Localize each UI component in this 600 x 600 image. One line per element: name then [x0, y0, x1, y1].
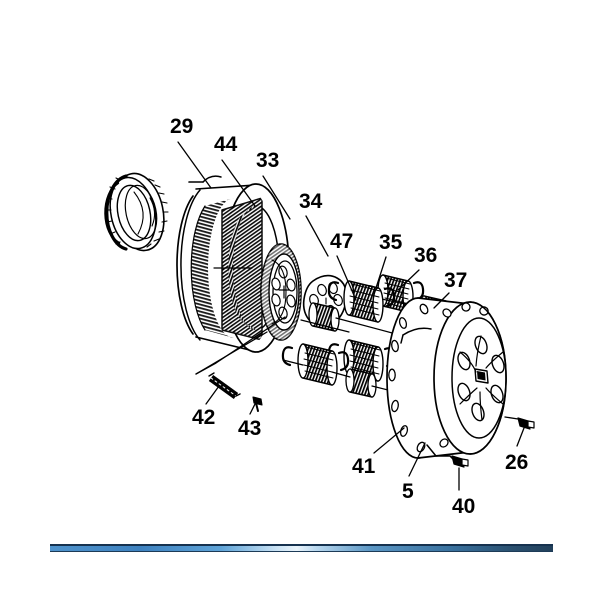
- callout-label-43: 43: [238, 417, 262, 440]
- drawing-strokes: [104, 141, 535, 491]
- footer-rule-top-line: [50, 544, 553, 546]
- leader-34: [305, 215, 329, 257]
- assembly-shafts: [282, 317, 405, 395]
- leader-37: [433, 292, 450, 309]
- planet-set-lower-left: [281, 343, 377, 398]
- part-29-oil-seal: [104, 172, 169, 252]
- leader-33: [262, 175, 291, 220]
- callout-label-40: 40: [452, 495, 476, 518]
- leader-29: [177, 141, 212, 189]
- callout-label-42: 42: [192, 406, 216, 429]
- part-44-drum-shell: [176, 175, 259, 353]
- leader-35: [375, 256, 387, 289]
- callout-label-35: 35: [379, 231, 403, 254]
- callout-label-41: 41: [352, 455, 376, 478]
- part-26-bolt-right: [504, 416, 535, 430]
- leader-41: [373, 427, 405, 454]
- leader-5: [408, 442, 426, 477]
- leader-26: [516, 427, 525, 447]
- callout-label-5: 5: [402, 480, 414, 503]
- part-5-wheel-hub: [386, 297, 507, 463]
- leader-43: [249, 401, 257, 415]
- callout-label-26: 26: [505, 451, 529, 474]
- callout-label-36: 36: [414, 244, 438, 267]
- footer-rule-gradient: [50, 546, 553, 551]
- callout-label-37: 37: [444, 269, 468, 292]
- callout-label-47: 47: [330, 230, 354, 253]
- part-40-bolt-lower: [451, 455, 469, 468]
- callout-label-44: 44: [214, 133, 238, 156]
- planet-set-middle: [308, 280, 396, 332]
- leader-36: [397, 269, 420, 291]
- part-42-shaft-pin: [208, 372, 241, 400]
- callout-label-34: 34: [299, 190, 323, 213]
- footer-divider-rule: [50, 544, 553, 552]
- callout-label-29: 29: [170, 115, 194, 138]
- leader-42: [205, 385, 220, 405]
- part-34-carrier-plate: [260, 243, 302, 341]
- leader-44: [221, 159, 256, 207]
- leader-47: [336, 255, 357, 301]
- leader-43-bracket: [195, 331, 268, 375]
- footer-rule-bottom-line: [50, 551, 553, 552]
- leader-lines: [177, 141, 525, 491]
- callout-label-33: 33: [256, 149, 280, 172]
